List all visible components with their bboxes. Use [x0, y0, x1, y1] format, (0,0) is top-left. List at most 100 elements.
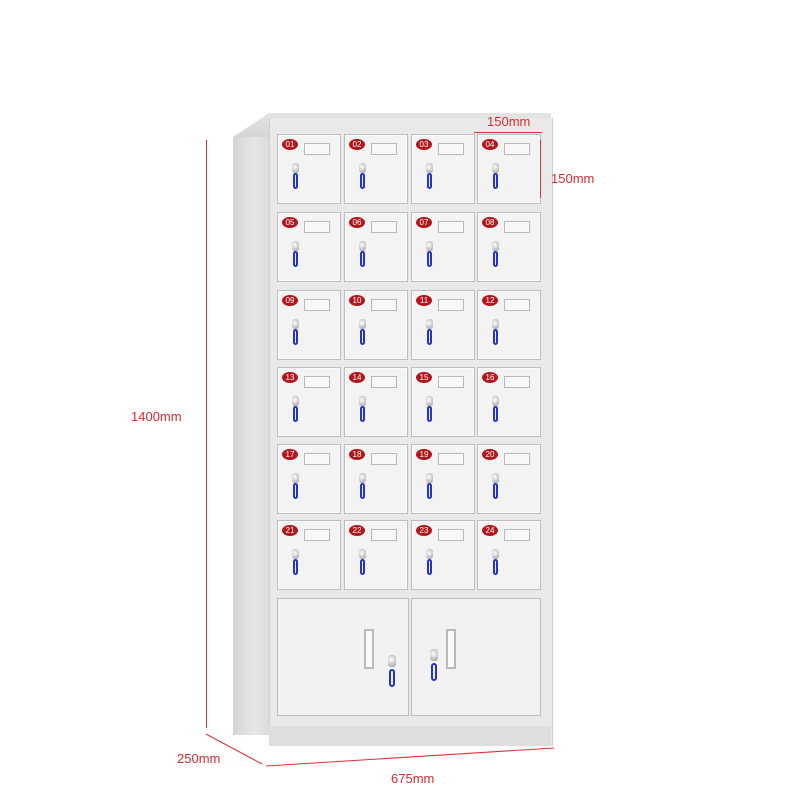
key-icon — [427, 483, 432, 499]
label-slot — [371, 143, 397, 155]
key-icon — [293, 173, 298, 189]
lock-icon — [359, 473, 366, 483]
locker-number: 09 — [282, 295, 298, 306]
key-icon — [360, 329, 365, 345]
locker-door: 23 — [411, 520, 475, 590]
label-slot — [371, 221, 397, 233]
lock-icon — [492, 473, 499, 483]
label-slot — [504, 143, 530, 155]
key-icon — [293, 559, 298, 575]
depth-label: 250mm — [177, 751, 221, 766]
locker-door: 21 — [277, 520, 341, 590]
lock-icon — [388, 655, 396, 667]
lock-icon — [292, 163, 299, 173]
locker-number: 03 — [416, 139, 432, 150]
label-slot — [438, 221, 464, 233]
lock-icon — [292, 473, 299, 483]
locker-door: 06 — [344, 212, 408, 282]
locker-number: 13 — [282, 372, 298, 383]
compartment-width-label: 150mm — [487, 114, 531, 129]
label-slot — [504, 221, 530, 233]
key-icon — [427, 406, 432, 422]
lock-icon — [359, 396, 366, 406]
locker-number: 04 — [482, 139, 498, 150]
lock-icon — [292, 241, 299, 251]
label-slot — [438, 453, 464, 465]
locker-number: 06 — [349, 217, 365, 228]
label-slot — [504, 376, 530, 388]
key-icon — [493, 173, 498, 189]
label-slot — [304, 299, 330, 311]
locker-number: 16 — [482, 372, 498, 383]
lock-icon — [426, 549, 433, 559]
locker-door: 12 — [477, 290, 541, 360]
locker-door: 01 — [277, 134, 341, 204]
label-slot — [504, 453, 530, 465]
locker-door: 17 — [277, 444, 341, 514]
key-icon — [360, 251, 365, 267]
key-icon — [293, 251, 298, 267]
lock-icon — [359, 241, 366, 251]
key-icon — [360, 173, 365, 189]
label-slot — [304, 221, 330, 233]
height-label: 1400mm — [131, 409, 182, 424]
label-slot — [371, 453, 397, 465]
label-slot — [438, 529, 464, 541]
compartment-height-line — [540, 140, 541, 198]
cabinet-side-panel — [233, 137, 269, 735]
lock-icon — [492, 163, 499, 173]
label-slot — [304, 143, 330, 155]
locker-number: 11 — [416, 295, 432, 306]
door-handle-icon — [446, 629, 456, 669]
locker-number: 14 — [349, 372, 365, 383]
locker-number: 20 — [482, 449, 498, 460]
locker-door: 19 — [411, 444, 475, 514]
key-icon — [427, 251, 432, 267]
locker-number: 07 — [416, 217, 432, 228]
locker-number: 23 — [416, 525, 432, 536]
key-icon — [493, 329, 498, 345]
locker-door: 18 — [344, 444, 408, 514]
key-icon — [493, 251, 498, 267]
locker-door: 14 — [344, 367, 408, 437]
lock-icon — [359, 319, 366, 329]
label-slot — [438, 143, 464, 155]
key-icon — [493, 406, 498, 422]
lock-icon — [492, 549, 499, 559]
label-slot — [304, 453, 330, 465]
locker-number: 18 — [349, 449, 365, 460]
locker-door: 03 — [411, 134, 475, 204]
locker-door: 10 — [344, 290, 408, 360]
label-slot — [438, 376, 464, 388]
locker-number: 08 — [482, 217, 498, 228]
locker-number: 19 — [416, 449, 432, 460]
locker-door: 22 — [344, 520, 408, 590]
key-icon — [427, 559, 432, 575]
cabinet-base — [269, 726, 551, 746]
lower-right-door — [411, 598, 541, 716]
lock-icon — [292, 396, 299, 406]
locker-number: 12 — [482, 295, 498, 306]
lock-icon — [430, 649, 438, 661]
key-icon — [427, 173, 432, 189]
label-slot — [438, 299, 464, 311]
label-slot — [371, 529, 397, 541]
lock-icon — [292, 319, 299, 329]
lock-icon — [426, 319, 433, 329]
key-icon — [427, 329, 432, 345]
label-slot — [504, 299, 530, 311]
locker-number: 05 — [282, 217, 298, 228]
locker-door: 20 — [477, 444, 541, 514]
locker-number: 22 — [349, 525, 365, 536]
lock-icon — [426, 163, 433, 173]
locker-number: 21 — [282, 525, 298, 536]
locker-door: 09 — [277, 290, 341, 360]
lower-left-door — [277, 598, 409, 716]
label-slot — [304, 529, 330, 541]
locker-number: 01 — [282, 139, 298, 150]
lock-icon — [492, 241, 499, 251]
height-dimension-line — [206, 140, 207, 728]
compartment-width-line — [474, 132, 542, 133]
locker-door: 11 — [411, 290, 475, 360]
lock-icon — [426, 396, 433, 406]
